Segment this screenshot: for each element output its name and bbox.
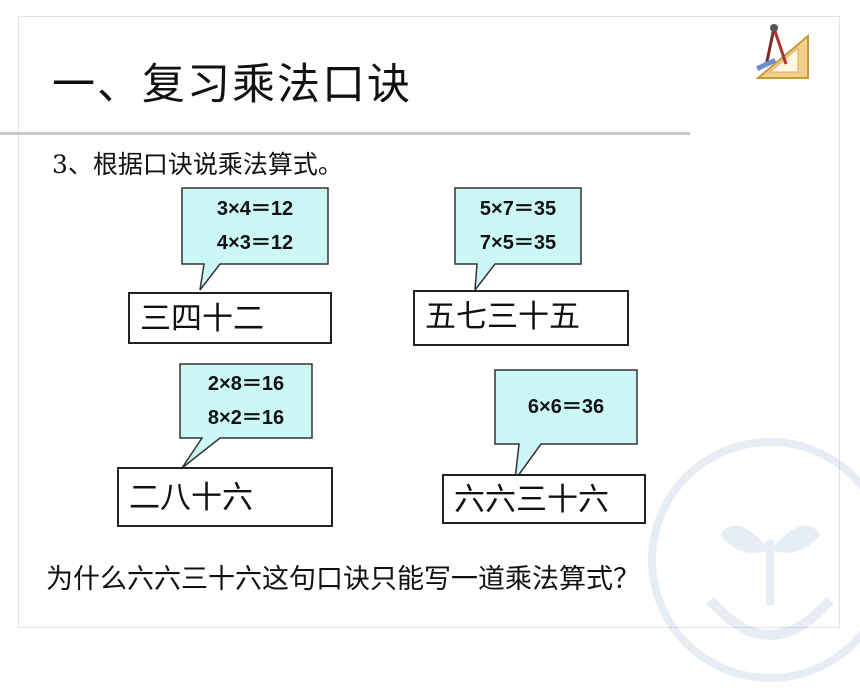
rhyme-box: 六六三十六 (442, 474, 646, 524)
speech-bubble: 2×8＝16 8×2＝16 (178, 362, 314, 472)
equation: 4×3＝12 (216, 232, 294, 254)
speech-bubble: 3×4＝12 4×3＝12 (180, 186, 330, 296)
equation: 8×2＝16 (207, 407, 285, 429)
equation: 2×8＝16 (207, 373, 285, 395)
rhyme-box: 二八十六 (117, 467, 333, 527)
equation: 7×5＝35 (479, 232, 557, 254)
instruction-text: 3、根据口诀说乘法算式。 (52, 150, 343, 179)
rhyme-text: 五七三十五 (425, 299, 580, 335)
equation: 5×7＝35 (479, 198, 557, 220)
rhyme-box: 五七三十五 (413, 290, 629, 346)
rhyme-box: 三四十二 (128, 292, 332, 344)
slide-frame (18, 16, 840, 628)
equation: 3×4＝12 (216, 198, 294, 220)
speech-bubble: 5×7＝35 7×5＝35 (453, 186, 583, 296)
compass-ruler-icon (755, 24, 809, 79)
rhyme-text: 六六三十六 (454, 482, 609, 518)
rhyme-text: 二八十六 (129, 480, 253, 516)
speech-bubble-shape (494, 369, 638, 483)
speech-bubble-shape (454, 187, 582, 293)
speech-bubble: 6×6＝36 (493, 368, 639, 486)
speech-bubble-shape (181, 187, 329, 291)
slide-title: 一、复习乘法口诀 (52, 60, 412, 110)
rhyme-text: 三四十二 (140, 301, 264, 337)
question-text: 为什么六六三十六这句口诀只能写一道乘法算式？ (46, 564, 640, 595)
equation: 6×6＝36 (527, 396, 605, 418)
sprout-hands-icon (648, 438, 860, 682)
title-divider (0, 132, 690, 135)
speech-bubble-shape (179, 363, 313, 469)
